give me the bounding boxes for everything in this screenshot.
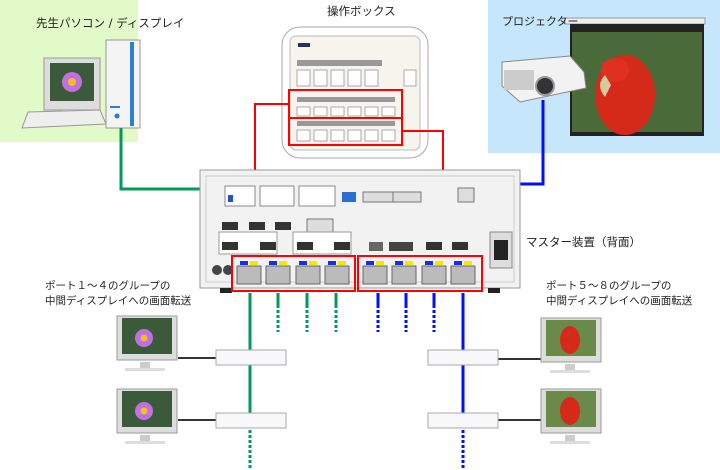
right-monitors xyxy=(540,317,602,444)
projector-cable xyxy=(520,100,545,186)
group-left-line1: ポート１～４のグループの xyxy=(45,280,171,292)
ports-5-8-group xyxy=(357,255,483,292)
master-device-icon xyxy=(199,169,521,293)
projector-icon xyxy=(501,55,587,103)
group-left-line2: 中間ディスプレイへの画面転送 xyxy=(45,295,192,307)
left-monitors xyxy=(116,315,178,444)
master-device-label: マスター装置（背面） xyxy=(526,235,641,249)
lan-ports xyxy=(236,261,476,285)
projector-screen-icon xyxy=(564,17,706,136)
pc-icon xyxy=(21,39,141,129)
ports-1-4-group xyxy=(231,255,356,292)
group-right-line1: ポート５～８のグループの xyxy=(546,280,672,292)
control-box-icon xyxy=(281,26,429,159)
network-switches xyxy=(215,349,499,429)
port-cables xyxy=(248,293,465,470)
control-box-label: 操作ボックス xyxy=(327,4,396,18)
teacher-pc-label: 先生パソコン / ディスプレイ xyxy=(36,16,185,30)
projector-label: プロジェクター xyxy=(502,15,579,28)
group-right-line2: 中間ディスプレイへの画面転送 xyxy=(546,295,693,307)
pc-cable xyxy=(119,128,200,191)
